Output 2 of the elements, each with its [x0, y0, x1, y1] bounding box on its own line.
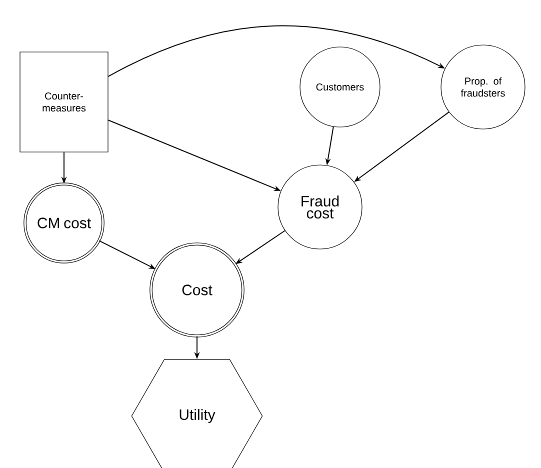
- utility-hexagon: Utility: [131, 359, 263, 468]
- decision-box: Counter- measures: [20, 52, 108, 152]
